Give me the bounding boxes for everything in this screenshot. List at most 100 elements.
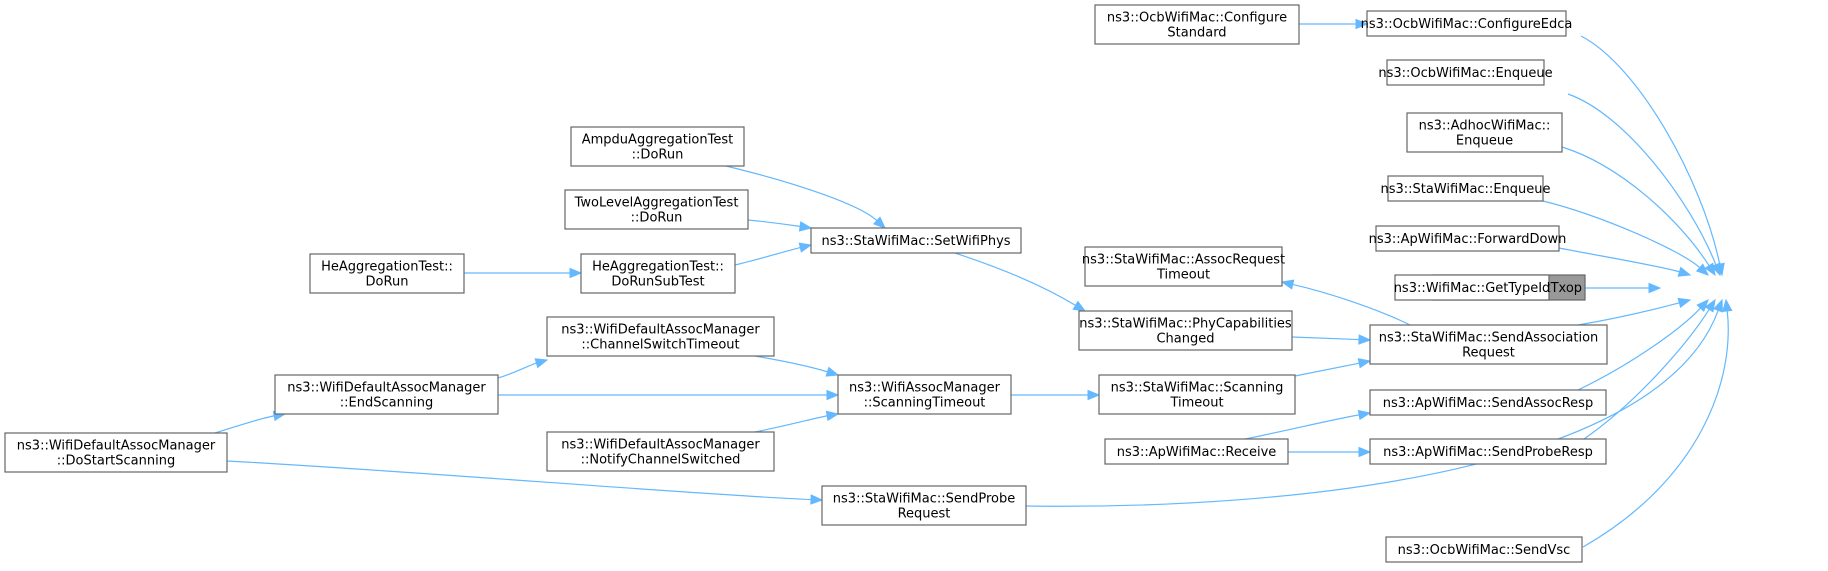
graph-node[interactable]: ns3::StaWifiMac::Enqueue — [1381, 175, 1551, 202]
node-label: ::DoRun — [632, 148, 684, 163]
node-label: ns3::StaWifiMac::SendAssociation — [1379, 331, 1599, 346]
edge-SetWifiPhys-to-PhyCapabilitiesChanged — [954, 252, 1087, 312]
graph-node[interactable]: ns3::OcbWifiMac::ConfigureEdca — [1361, 10, 1573, 37]
node-box — [1394, 274, 1550, 301]
edge-DoStartScanning-to-SendProbeRequest — [226, 460, 824, 505]
arrow-head — [1357, 358, 1372, 369]
edge-ChannelSwitchTimeout-to-AssocScanningTimeout — [754, 355, 840, 377]
node-label: ns3::WifiDefaultAssocManager — [287, 381, 486, 396]
node-label: AmpduAggregationTest — [582, 133, 733, 148]
edge-OcbConfigureEdca-to-GetTxop — [1580, 35, 1725, 277]
edge-line — [1561, 146, 1710, 267]
edge-SendProbeResp-to-GetTxop — [1583, 298, 1716, 440]
arrow-head — [1280, 279, 1295, 290]
edge-AmpduDoRun-to-SetWifiPhys — [725, 165, 886, 229]
graph-node[interactable]: AmpduAggregationTest::DoRun — [570, 126, 745, 167]
node-label: DoRunSubTest — [611, 275, 704, 290]
arrow-head — [1722, 298, 1733, 313]
node-box — [309, 253, 465, 294]
graph-node[interactable]: ns3::WifiDefaultAssocManager::NotifyChan… — [546, 431, 775, 472]
graph-node[interactable]: HeAggregationTest::DoRunSubTest — [580, 253, 736, 294]
node-label: Enqueue — [1456, 134, 1513, 149]
node-label: ns3::WifiDefaultAssocManager — [17, 439, 216, 454]
edges-layer — [214, 18, 1733, 548]
node-label: Changed — [1156, 332, 1214, 347]
node-box — [274, 374, 499, 415]
arrow-head — [1355, 18, 1369, 30]
node-label: Request — [1462, 346, 1515, 361]
node-label: Timeout — [1156, 268, 1210, 283]
node-box — [4, 432, 228, 473]
graph-node[interactable]: ns3::ApWifiMac::ForwardDown — [1369, 225, 1567, 252]
node-box — [564, 189, 749, 230]
arrow-head — [872, 216, 886, 229]
arrow-head — [1704, 262, 1716, 277]
graph-node[interactable]: ns3::ApWifiMac::SendAssocResp — [1369, 389, 1607, 416]
arrow-head — [569, 267, 583, 279]
node-box — [1375, 225, 1560, 252]
edge-line — [1291, 336, 1360, 341]
graph-node[interactable]: ns3::WifiDefaultAssocManager::DoStartSca… — [4, 432, 228, 473]
node-label: ::NotifyChannelSwitched — [581, 453, 741, 468]
node-label: ns3::ApWifiMac::SendProbeResp — [1383, 445, 1593, 460]
node-label: ns3::ApWifiMac::ForwardDown — [1369, 232, 1567, 247]
arrow-head — [1713, 298, 1723, 313]
edge-AdhocEnqueue-to-GetTxop — [1561, 146, 1716, 277]
edge-EndScanning-to-AssocScanningTimeout — [497, 389, 840, 401]
edge-HeDoRunSubTest-to-SetWifiPhys — [734, 242, 813, 266]
node-box — [546, 431, 775, 472]
edge-line — [754, 415, 828, 433]
graph-node[interactable]: ns3::ApWifiMac::Receive — [1104, 438, 1289, 465]
graph-node[interactable]: TwoLevelAggregationTest::DoRun — [564, 189, 749, 230]
arrow-head — [1695, 263, 1709, 276]
node-label: DoRun — [366, 275, 409, 290]
graph-node[interactable]: ns3::AdhocWifiMac::Enqueue — [1406, 112, 1563, 153]
arrow-head — [825, 366, 840, 377]
edge-line — [1292, 283, 1411, 326]
edge-PhyCapabilitiesChanged-to-SendAssociationRequest — [1291, 334, 1372, 345]
arrow-head — [1358, 446, 1372, 458]
graph-node[interactable]: ns3::OcbWifiMac::SendVsc — [1385, 536, 1583, 563]
node-box — [1387, 175, 1544, 202]
edge-DoStartScanning-to-EndScanning — [214, 410, 287, 434]
edge-OcbSendVsc-to-GetTxop — [1582, 298, 1733, 548]
node-box — [546, 316, 775, 357]
node-label: ns3::WifiAssocManager — [849, 381, 1001, 396]
arrow-head — [798, 221, 813, 232]
graph-node[interactable]: ns3::WifiDefaultAssocManager::EndScannin… — [274, 374, 499, 415]
arrow-head — [810, 494, 824, 505]
arrow-head — [798, 242, 813, 253]
edge-NotifyChannelSwitched-to-AssocScanningTimeout — [754, 410, 840, 433]
node-label: ns3::AdhocWifiMac:: — [1419, 119, 1551, 134]
graph-node[interactable]: ns3::WifiDefaultAssocManager::ChannelSwi… — [546, 316, 775, 357]
node-label: Timeout — [1169, 396, 1223, 411]
node-label: ns3::StaWifiMac::Scanning — [1111, 381, 1284, 396]
node-label: ns3::WifiDefaultAssocManager — [561, 438, 760, 453]
graph-node[interactable]: ns3::ApWifiMac::SendProbeResp — [1369, 438, 1607, 465]
node-box — [1078, 310, 1293, 351]
graph-node[interactable]: ns3::WifiMac::GetTypeId — [1394, 274, 1551, 301]
edge-line — [725, 165, 878, 221]
graph-node[interactable]: ns3::OcbWifiMac::Enqueue — [1378, 59, 1553, 86]
edge-line — [1558, 247, 1680, 273]
node-box — [1084, 246, 1283, 287]
graph-node[interactable]: ns3::StaWifiMac::SetWifiPhys — [810, 227, 1022, 254]
edge-line — [497, 362, 537, 379]
node-box — [580, 253, 736, 294]
edge-line — [1542, 200, 1701, 269]
node-box — [1104, 438, 1289, 465]
edge-SendAssocResp-to-GetTxop — [1577, 299, 1709, 391]
graph-node[interactable]: HeAggregationTest::DoRun — [309, 253, 465, 294]
graph-node[interactable]: ns3::WifiAssocManager::ScanningTimeout — [837, 374, 1012, 415]
graph-node[interactable]: ns3::StaWifiMac::ScanningTimeout — [1098, 374, 1296, 415]
edge-line — [1577, 302, 1680, 326]
edge-SendAssociationRequest-to-AssocRequestTimeout — [1280, 279, 1411, 326]
edge-line — [226, 460, 812, 501]
arrow-head — [534, 358, 549, 369]
node-label: ::DoRun — [631, 211, 683, 226]
